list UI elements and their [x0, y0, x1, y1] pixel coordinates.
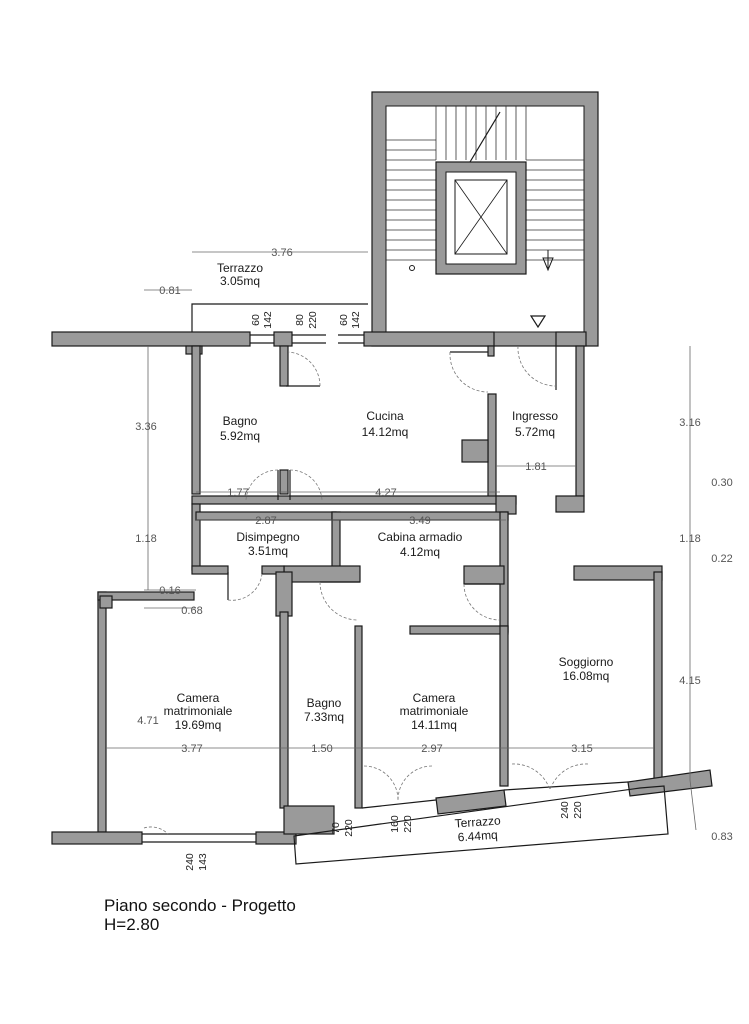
stairwell: [371, 91, 599, 347]
camera2-name-2: matrimoniale: [400, 704, 469, 718]
terrazzo-bottom-name: Terrazzo: [454, 813, 501, 830]
ingresso-name: Ingresso: [512, 409, 558, 423]
room-labels: Terrazzo 3.05mq Bagno 5.92mq Cucina 14.1…: [164, 261, 614, 844]
soggiorno-name: Soggiorno: [559, 655, 614, 669]
opening-70: 70: [330, 822, 342, 834]
dim-1-77: 1.77: [227, 487, 248, 499]
camera2-area: 14.11mq: [411, 718, 457, 732]
opening-142-left: 142: [262, 311, 274, 329]
opening-60-right: 60: [338, 314, 350, 326]
camera2-name-1: Camera: [413, 691, 456, 705]
dim-1-81: 1.81: [525, 461, 546, 473]
dim-3-15: 3.15: [571, 743, 592, 755]
opening-labels: 60 142 80 220 60 142 240 143 70 220 160 …: [184, 311, 584, 871]
dim-0-22: 0.22: [711, 553, 732, 565]
opening-143: 143: [197, 853, 209, 871]
dim-3-49: 3.49: [409, 515, 430, 527]
dim-3-16: 3.16: [679, 417, 700, 429]
opening-240-bottom-left: 240: [184, 853, 196, 871]
opening-220-top: 220: [307, 311, 319, 329]
terrazzo-top-name: Terrazzo: [217, 261, 263, 275]
dim-0-68: 0.68: [181, 605, 202, 617]
camera1-name-2: matrimoniale: [164, 704, 233, 718]
bagno2-area: 7.33mq: [304, 710, 344, 724]
camera1-area: 19.69mq: [175, 718, 222, 732]
openings-lines: [142, 303, 669, 865]
plan-title-line1: Piano secondo - Progetto: [104, 896, 296, 915]
dim-3-77: 3.77: [181, 743, 202, 755]
bagno1-area: 5.92mq: [220, 429, 260, 443]
cucina-area: 14.12mq: [362, 425, 409, 439]
dim-1-18-left: 1.18: [135, 533, 156, 545]
cabina-name: Cabina armadio: [378, 530, 463, 544]
camera1-name-1: Camera: [177, 691, 220, 705]
dim-4-27: 4.27: [375, 487, 396, 499]
dim-2-87: 2.87: [255, 515, 276, 527]
walls: [51, 331, 713, 845]
cucina-name: Cucina: [366, 409, 404, 423]
opening-220-b: 220: [402, 815, 414, 833]
opening-160: 160: [389, 815, 401, 833]
plan-title: Piano secondo - Progetto H=2.80: [104, 896, 296, 934]
bagno1-name: Bagno: [223, 414, 258, 428]
terrazzo-bottom-area: 6.44mq: [457, 828, 498, 845]
dim-0-81: 0.81: [159, 285, 180, 297]
door-swings: [143, 345, 589, 835]
dim-0-83: 0.83: [711, 831, 732, 843]
ingresso-area: 5.72mq: [515, 425, 555, 439]
opening-220-c: 220: [572, 801, 584, 819]
dim-2-97: 2.97: [421, 743, 442, 755]
dim-1-18-right: 1.18: [679, 533, 700, 545]
plan-title-line2: H=2.80: [104, 915, 160, 934]
dim-0-16: 0.16: [159, 585, 180, 597]
dimension-lines: [106, 251, 697, 831]
opening-142-right: 142: [350, 311, 362, 329]
dim-3-36: 3.36: [135, 421, 156, 433]
disimpegno-area: 3.51mq: [248, 544, 288, 558]
dim-4-15: 4.15: [679, 675, 700, 687]
opening-60-left: 60: [250, 314, 262, 326]
dim-4-71: 4.71: [137, 715, 158, 727]
dimension-labels: 3.76 0.81 3.36 1.18 0.16 0.68 4.71 1.77 …: [135, 247, 732, 843]
opening-80: 80: [294, 314, 306, 326]
cabina-area: 4.12mq: [400, 545, 440, 559]
bagno2-name: Bagno: [307, 696, 342, 710]
soggiorno-area: 16.08mq: [563, 669, 610, 683]
dim-3-76: 3.76: [271, 247, 292, 259]
opening-240-bottom-right: 240: [559, 801, 571, 819]
dim-0-30: 0.30: [711, 477, 732, 489]
disimpegno-name: Disimpegno: [236, 530, 300, 544]
terrazzo-top-area: 3.05mq: [220, 274, 260, 288]
opening-220-a: 220: [343, 819, 355, 837]
dim-1-50: 1.50: [311, 743, 332, 755]
